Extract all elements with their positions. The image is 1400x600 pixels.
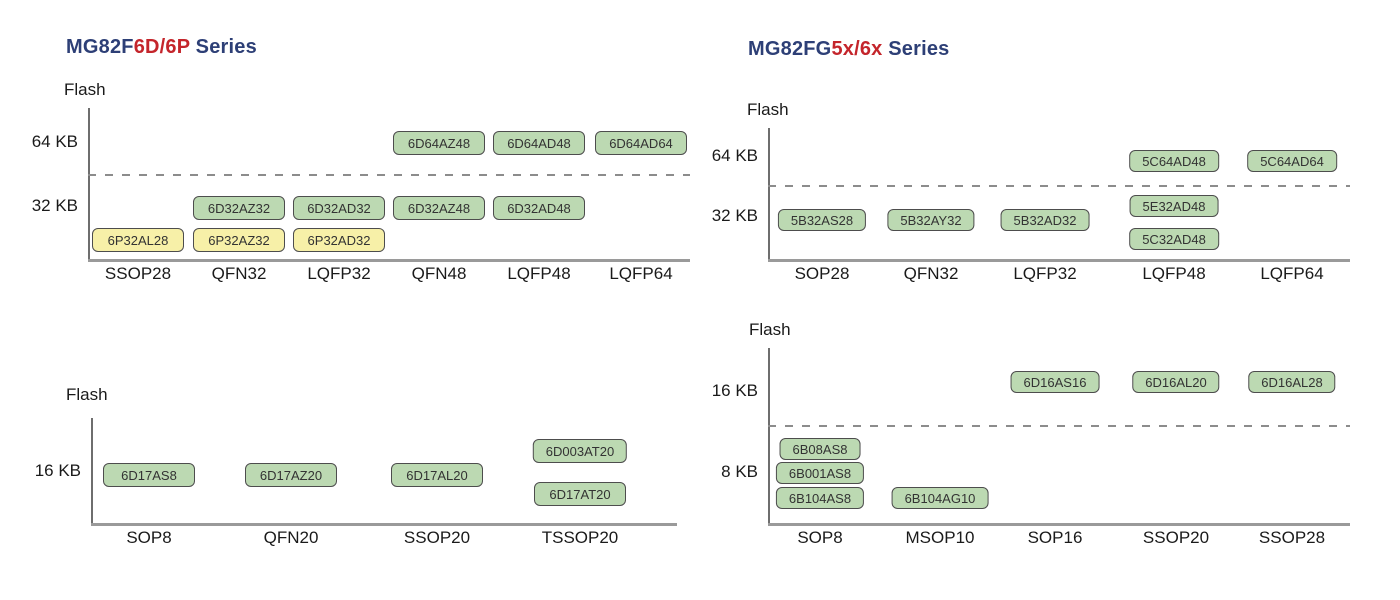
y-tick-label: 32 KB [31, 196, 78, 215]
y-axis-title: Flash [66, 385, 108, 404]
part-box: 6D64AZ48 [393, 131, 485, 155]
part-box: 6B001AS8 [775, 462, 865, 484]
x-category-label: LQFP32 [1013, 264, 1077, 283]
y-tick-label: 64 KB [711, 146, 758, 165]
part-box: 6D64AD64 [595, 131, 687, 155]
part-box: 5C32AD48 [1129, 228, 1219, 250]
x-category-label: SSOP20 [1142, 528, 1210, 547]
x-category-label: SSOP20 [403, 528, 471, 547]
y-axis-line [768, 128, 770, 259]
part-box: 5C64AD64 [1247, 150, 1337, 172]
x-category-label: QFN32 [211, 264, 267, 283]
x-category-label: MSOP10 [905, 528, 975, 547]
x-category-label: LQFP48 [507, 264, 571, 283]
title-segment-highlight: 6D/6P [133, 36, 190, 58]
x-axis-line [768, 523, 1350, 526]
x-category-label: TSSOP20 [541, 528, 619, 547]
x-category-label: LQFP64 [1260, 264, 1324, 283]
y-axis-title: Flash [64, 80, 106, 99]
x-category-label: QFN20 [263, 528, 319, 547]
y-axis-line [88, 108, 90, 259]
part-box: 6D17AL20 [391, 463, 483, 487]
flash-threshold-dashed-line [88, 174, 690, 176]
x-axis-line [768, 259, 1350, 262]
part-box: 6P32AD32 [293, 228, 385, 252]
title-segment: Series [189, 36, 257, 58]
part-box: 5B32AY32 [887, 209, 975, 231]
x-axis-line [88, 259, 690, 262]
part-box: 5B32AD32 [1000, 209, 1090, 231]
part-box: 6D003AT20 [532, 439, 628, 463]
y-axis-title: Flash [747, 100, 789, 119]
title-segment: MG82F [66, 36, 134, 58]
x-category-label: LQFP64 [609, 264, 673, 283]
series-title-mg82f6d6p: MG82F6D/6P Series [66, 36, 257, 59]
series-title-mg82fg5x6x: MG82FG5x/6x Series [748, 38, 950, 61]
title-segment-highlight: 5x/6x [831, 38, 883, 60]
x-category-label: SSOP28 [1258, 528, 1326, 547]
part-box: 6D16AL28 [1248, 371, 1336, 393]
x-category-label: SOP8 [797, 528, 843, 547]
part-box: 6D17AT20 [534, 482, 626, 506]
x-category-label: LQFP32 [307, 264, 371, 283]
part-box: 5E32AD48 [1129, 195, 1219, 217]
part-box: 6D32AZ32 [193, 196, 285, 220]
part-box: 6D32AD48 [493, 196, 585, 220]
part-box: 6D16AS16 [1010, 371, 1100, 393]
x-category-label: QFN48 [411, 264, 467, 283]
part-box: 6D64AD48 [493, 131, 585, 155]
x-category-label: SOP16 [1027, 528, 1083, 547]
y-axis-line [768, 348, 770, 523]
part-box: 6P32AZ32 [193, 228, 285, 252]
y-axis-line [91, 418, 93, 523]
flash-threshold-dashed-line [768, 185, 1350, 187]
part-box: 6B08AS8 [779, 438, 861, 460]
part-box: 6D16AL20 [1132, 371, 1220, 393]
part-box: 6D32AD32 [293, 196, 385, 220]
part-box: 6D17AS8 [103, 463, 195, 487]
part-box: 6B104AG10 [891, 487, 989, 509]
x-category-label: SOP8 [126, 528, 172, 547]
x-category-label: SOP28 [794, 264, 850, 283]
x-category-label: LQFP48 [1142, 264, 1206, 283]
title-segment: MG82FG [748, 38, 832, 60]
y-tick-label: 64 KB [31, 132, 78, 151]
y-tick-label: 8 KB [721, 462, 758, 481]
part-box: 5B32AS28 [777, 209, 867, 231]
title-segment: Series [882, 38, 950, 60]
part-box: 5C64AD48 [1129, 150, 1219, 172]
x-axis-line [91, 523, 677, 526]
part-box: 6D17AZ20 [245, 463, 337, 487]
part-box: 6B104AS8 [775, 487, 865, 509]
flash-threshold-dashed-line [768, 425, 1350, 427]
y-tick-label: 32 KB [711, 206, 758, 225]
part-box: 6P32AL28 [92, 228, 184, 252]
y-axis-title: Flash [749, 320, 791, 339]
part-box: 6D32AZ48 [393, 196, 485, 220]
y-tick-label: 16 KB [711, 381, 758, 400]
y-tick-label: 16 KB [34, 461, 81, 480]
x-category-label: SSOP28 [104, 264, 172, 283]
x-category-label: QFN32 [903, 264, 959, 283]
